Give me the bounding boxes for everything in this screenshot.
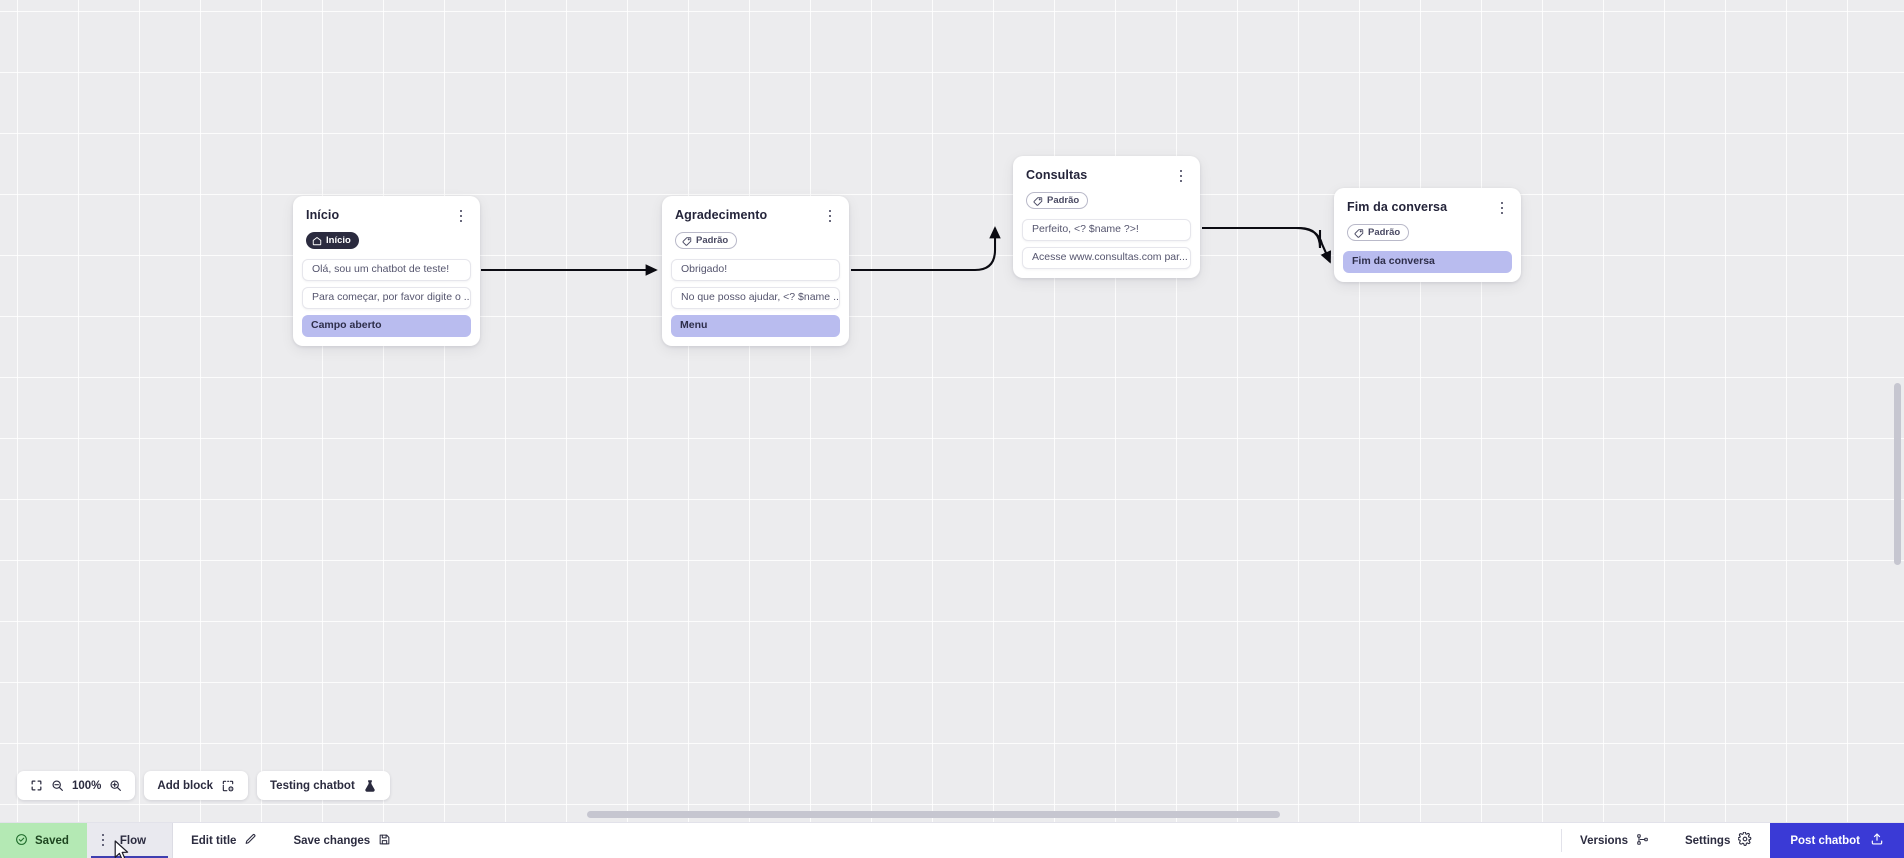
node-row-message[interactable]: No que posso ajudar, <? $name ... [671,286,840,309]
testing-chatbot-label: Testing chatbot [270,779,355,792]
tab-flow[interactable]: Flow [86,823,174,858]
node-badge-row: Padrão [1343,217,1512,243]
node-badge-label: Padrão [1047,194,1080,206]
save-changes-button[interactable]: Save changes [275,823,409,858]
more-vertical-icon[interactable] [454,207,468,225]
node-badge-default[interactable]: Padrão [1026,192,1089,209]
add-block-label: Add block [157,779,214,792]
edge-agradecimento-consultas [851,226,1001,272]
node-badge-start[interactable]: Início [306,232,359,249]
edge-consultas-fim [1202,226,1332,264]
flow-node-agradecimento[interactable]: Agradecimento Padrão Obrigado! No que po… [662,196,849,346]
settings-button[interactable]: Settings [1667,823,1770,858]
testing-chatbot-button[interactable]: Testing chatbot [257,771,390,800]
more-vertical-icon[interactable] [823,207,837,225]
node-badge-label: Padrão [696,234,729,246]
node-row-action[interactable]: Menu [671,314,840,337]
node-title: Consultas [1026,168,1088,182]
fit-screen-icon[interactable] [30,779,43,792]
edge-consultas-fim-a [1202,226,1322,249]
node-row-message[interactable]: Para começar, por favor digite o ... [302,286,471,309]
tag-icon [1033,196,1043,206]
zoom-in-icon[interactable] [109,779,122,792]
node-header: Fim da conversa [1343,198,1512,217]
edit-title-label: Edit title [191,834,237,847]
node-badge-default[interactable]: Padrão [1347,224,1410,241]
node-rows: Olá, sou um chatbot de teste! Para começ… [302,258,471,337]
more-vertical-icon[interactable] [96,831,110,849]
node-title: Agradecimento [675,208,768,222]
post-chatbot-button[interactable]: Post chatbot [1770,823,1904,858]
add-block-icon [221,779,235,793]
flow-node-fim-da-conversa[interactable]: Fim da conversa Padrão Fim da conversa [1334,188,1521,282]
node-rows: Fim da conversa [1343,250,1512,273]
node-badge-row: Padrão [671,225,840,251]
add-block-button[interactable]: Add block [144,771,249,800]
node-badge-row: Início [302,225,471,251]
tab-flow-label: Flow [119,834,147,847]
node-title: Início [306,208,340,222]
edit-title-button[interactable]: Edit title [173,823,275,858]
node-row-message[interactable]: Obrigado! [671,258,840,281]
flow-node-inicio[interactable]: Início Início Olá, sou um chatbot de tes… [293,196,480,346]
node-row-message[interactable]: Acesse www.consultas.com par... [1022,246,1191,269]
upload-icon [1870,832,1884,849]
node-badge-row: Padrão [1022,185,1191,211]
versions-label: Versions [1580,834,1628,847]
versions-button[interactable]: Versions [1562,823,1667,858]
home-icon [312,236,322,245]
node-row-message[interactable]: Perfeito, <? $name ?>! [1022,218,1191,241]
vertical-scrollbar[interactable] [1894,383,1901,565]
gear-icon [1737,831,1752,849]
node-badge-default[interactable]: Padrão [675,232,738,249]
bar-spacer [409,823,1561,858]
node-header: Consultas [1022,166,1191,185]
node-row-action[interactable]: Campo aberto [302,314,471,337]
pencil-icon [244,833,257,849]
flow-connectors [481,226,1332,276]
node-header: Início [302,206,471,225]
node-row-action[interactable]: Fim da conversa [1343,250,1512,273]
canvas-toolbar: 100% Add block [17,771,390,800]
tag-icon [682,236,692,246]
check-circle-icon [15,833,28,849]
post-chatbot-label: Post chatbot [1790,834,1860,847]
settings-label: Settings [1684,834,1731,847]
more-vertical-icon[interactable] [1174,167,1188,185]
bar-divider [1561,829,1563,852]
node-rows: Obrigado! No que posso ajudar, <? $name … [671,258,840,337]
node-badge-label: Início [326,234,351,246]
flask-icon [363,779,377,793]
saved-status-badge[interactable]: Saved [0,823,87,858]
node-badge-label: Padrão [1368,226,1401,238]
floppy-disk-icon [378,833,391,849]
node-title: Fim da conversa [1347,200,1448,214]
tag-icon [1354,228,1364,238]
saved-status-label: Saved [35,834,69,847]
node-header: Agradecimento [671,206,840,225]
zoom-level-label: 100% [72,779,102,792]
zoom-out-icon[interactable] [51,779,64,792]
node-rows: Perfeito, <? $name ?>! Acesse www.consul… [1022,218,1191,269]
horizontal-scrollbar[interactable] [587,811,1280,818]
node-row-message[interactable]: Olá, sou um chatbot de teste! [302,258,471,281]
flow-canvas[interactable]: Início Início Olá, sou um chatbot de tes… [0,0,1904,822]
zoom-controls: 100% [17,771,136,800]
save-changes-label: Save changes [293,834,371,847]
branch-icon [1636,833,1649,849]
flow-node-consultas[interactable]: Consultas Padrão Perfeito, <? $name ?>! … [1013,156,1200,278]
more-vertical-icon[interactable] [1495,199,1509,217]
bottom-bar: Saved Flow Edit title Save changes [0,822,1904,858]
